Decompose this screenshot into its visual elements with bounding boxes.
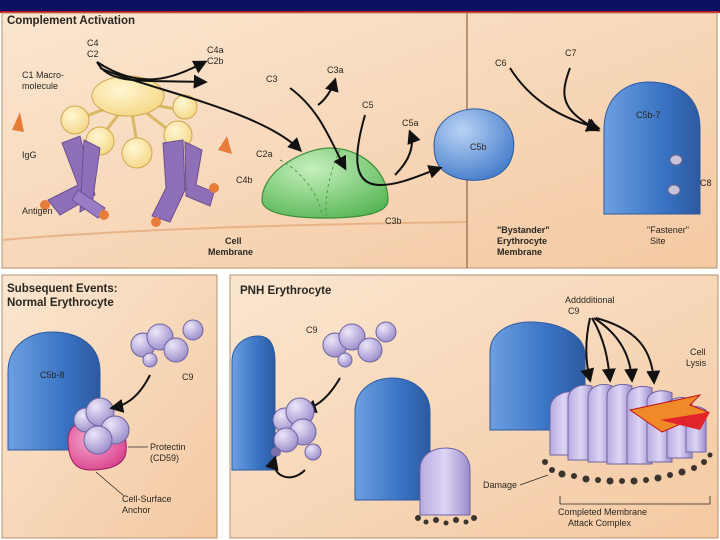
arrow-pnh-curl — [265, 455, 306, 479]
igg-antibody-left — [40, 135, 109, 220]
panel-title-pnh: PNH Erythrocyte — [240, 285, 331, 297]
label-c6: C6 — [495, 58, 507, 68]
label-additional-line1: Adddditional — [565, 295, 615, 305]
antigen-triangle-icon — [218, 136, 232, 154]
c1-macromolecule — [60, 75, 198, 169]
slide-title-bar — [0, 0, 720, 13]
panel-title-subsequent-line1: Subsequent Events: — [7, 283, 118, 295]
label-c9-normal: C9 — [182, 372, 194, 382]
label-cell-membrane-line2: Membrane — [208, 247, 253, 257]
arrow-c9-bind — [109, 374, 151, 413]
label-anchor-line2: Anchor — [122, 505, 151, 515]
label-c4: C4 — [87, 38, 99, 48]
lysis-arrow-icon — [660, 412, 710, 430]
label-c4b: C4b — [236, 175, 253, 185]
label-mac-line1: Completed Membrane — [558, 507, 647, 517]
c9-free — [130, 319, 204, 368]
label-c2b: C2b — [207, 56, 224, 66]
label-protectin-line1: Protectin — [150, 442, 186, 452]
label-c4a: C4a — [207, 45, 224, 55]
label-anchor-line1: Cell-Surface — [122, 494, 172, 504]
label-c7: C7 — [565, 48, 577, 58]
c5b-blob — [433, 108, 515, 181]
label-lysis-line2: Lysis — [686, 358, 707, 368]
damage-debris — [415, 515, 477, 526]
pnh-column-left — [231, 335, 276, 471]
label-c1-line2: molecule — [22, 81, 58, 91]
activation-arrows — [96, 60, 601, 187]
complement-diagram: Complement Activation — [1, 12, 719, 539]
label-c5b: C5b — [470, 142, 487, 152]
label-c2a: C2a — [256, 149, 273, 159]
mac-debris — [542, 452, 713, 485]
label-c8: C8 — [700, 178, 712, 188]
panel-pnh-erythrocyte: PNH Erythrocyte — [229, 274, 719, 539]
igg-antibody-right — [151, 139, 219, 227]
label-fastener-line2: Site — [650, 236, 666, 246]
label-c5b8: C5b-8 — [40, 370, 65, 380]
label-bystander-line1: "Bystander" — [497, 225, 550, 235]
panel-title-activation: Complement Activation — [7, 15, 135, 27]
panel-title-subsequent-line2: Normal Erythrocyte — [7, 297, 114, 309]
label-fastener-line1: "Fastener" — [647, 225, 689, 235]
pnh-c9-free — [322, 321, 397, 368]
cell-lysis-burst-icon — [628, 394, 710, 433]
label-c3: C3 — [266, 74, 278, 84]
label-pnh-c9: C9 — [306, 325, 318, 335]
panel-subsequent-events: Subsequent Events: Normal Erythrocyte C5… — [1, 274, 218, 539]
label-cell-membrane-line1: Cell — [225, 236, 242, 246]
label-lysis-line1: Cell — [690, 347, 706, 357]
c5b7-column — [603, 81, 701, 215]
panel-complement-activation: Complement Activation — [1, 12, 718, 269]
label-protectin-line2: (CD59) — [150, 453, 179, 463]
label-bystander-line2: Erythrocyte — [497, 236, 547, 246]
label-c3b: C3b — [385, 216, 402, 226]
label-mac-line2: Attack Complex — [568, 518, 632, 528]
label-c1-line1: C1 Macro- — [22, 70, 64, 80]
label-bystander-line3: Membrane — [497, 247, 542, 257]
pnh-damage-column — [419, 447, 471, 516]
antigen-triangle-icon — [12, 112, 24, 132]
label-additional-line2: C9 — [568, 306, 580, 316]
label-igg: IgG — [22, 150, 37, 160]
label-c5a: C5a — [402, 118, 419, 128]
label-c5b7: C5b-7 — [636, 110, 661, 120]
label-c2: C2 — [87, 49, 99, 59]
label-damage: Damage — [483, 480, 517, 490]
label-antigen: Antigen — [22, 206, 53, 216]
label-c5: C5 — [362, 100, 374, 110]
pnh-column-middle — [354, 377, 431, 501]
pnh-c9-bound — [271, 397, 322, 461]
additional-c9-arrows — [580, 317, 661, 385]
label-c3a: C3a — [327, 65, 344, 75]
c9-bound — [73, 397, 130, 455]
